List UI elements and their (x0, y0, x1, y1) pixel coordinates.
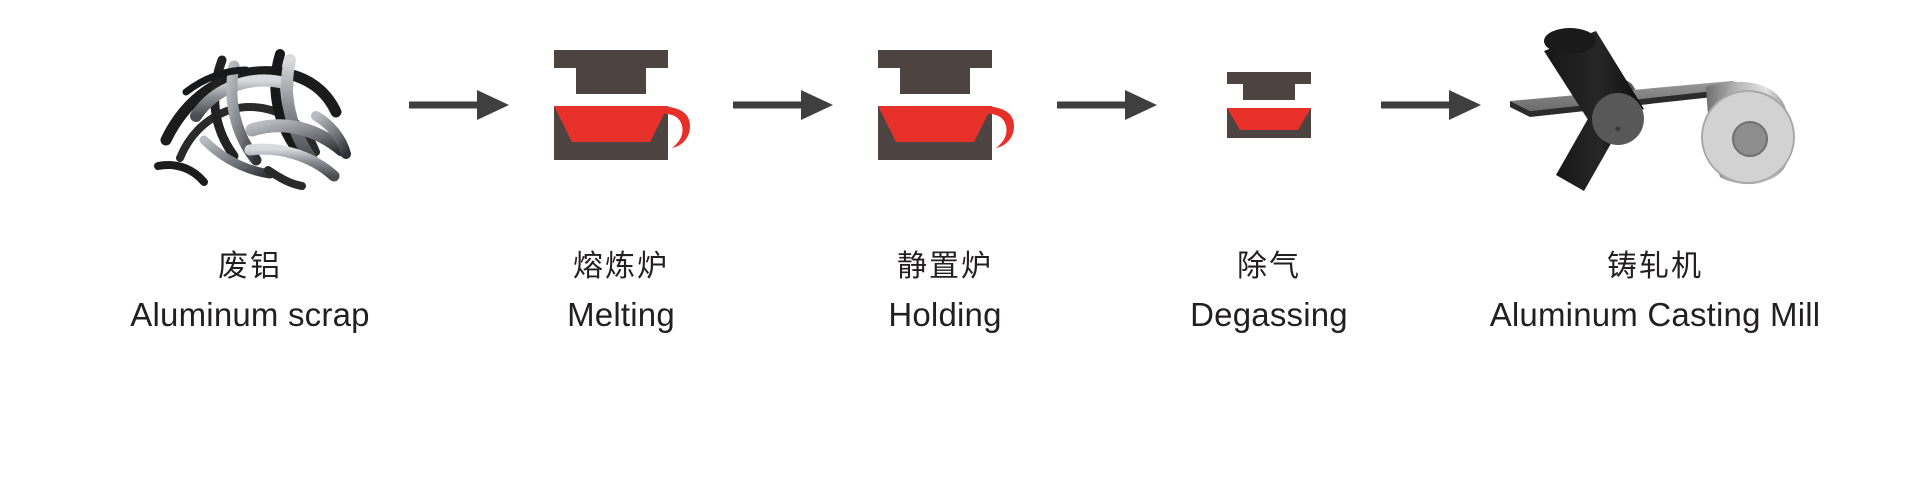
arrow-right-icon (733, 90, 833, 120)
connector-arrow-4 (1372, 0, 1490, 210)
connector-arrow-2 (724, 0, 842, 210)
icon-slot-scrap (100, 0, 400, 210)
stage-label-en: Holding (888, 296, 1002, 333)
aluminum-casting-mill-icon (1510, 28, 1795, 191)
stage-holding: 静置炉 Holding (842, 0, 1048, 331)
upper-roller-shape (1544, 28, 1644, 145)
labels-scrap: 废铝 Aluminum scrap (130, 250, 370, 333)
aluminum-coil-shape (1701, 81, 1795, 185)
connector-arrow-1 (400, 0, 518, 210)
labels-degassing: 除气 Degassing (1190, 250, 1348, 333)
aluminum-scrap-icon (154, 49, 351, 190)
stage-label-en: Degassing (1190, 296, 1348, 333)
icon-slot-melting (518, 0, 724, 210)
degassing-vessel-icon (1227, 72, 1311, 138)
stage-label-en: Aluminum scrap (130, 296, 370, 333)
stage-label-cn: 静置炉 (897, 250, 993, 283)
stage-label-cn: 铸轧机 (1607, 250, 1703, 283)
icon-slot-casting-mill (1490, 0, 1820, 210)
arrow-right-icon (1381, 90, 1481, 120)
arrow-right-icon (409, 90, 509, 120)
icon-slot-degassing (1166, 0, 1372, 210)
stage-label-cn: 废铝 (217, 250, 282, 283)
holding-furnace-icon (878, 50, 1014, 160)
arrow-right-icon (1057, 90, 1157, 120)
stage-aluminum-scrap: 废铝 Aluminum scrap (100, 0, 400, 331)
stage-label-cn: 熔炼炉 (573, 250, 669, 283)
labels-melting: 熔炼炉 Melting (567, 250, 675, 333)
stage-label-en: Melting (567, 296, 675, 333)
labels-holding: 静置炉 Holding (888, 250, 1002, 333)
stage-casting-mill: 铸轧机 Aluminum Casting Mill (1490, 0, 1820, 331)
melting-furnace-icon (554, 50, 690, 160)
connector-arrow-3 (1048, 0, 1166, 210)
stage-label-en: Aluminum Casting Mill (1489, 296, 1821, 333)
stage-melting: 熔炼炉 Melting (518, 0, 724, 331)
icon-slot-holding (842, 0, 1048, 210)
stage-degassing: 除气 Degassing (1166, 0, 1372, 331)
stage-label-cn: 除气 (1236, 250, 1301, 283)
labels-casting-mill: 铸轧机 Aluminum Casting Mill (1489, 250, 1821, 333)
